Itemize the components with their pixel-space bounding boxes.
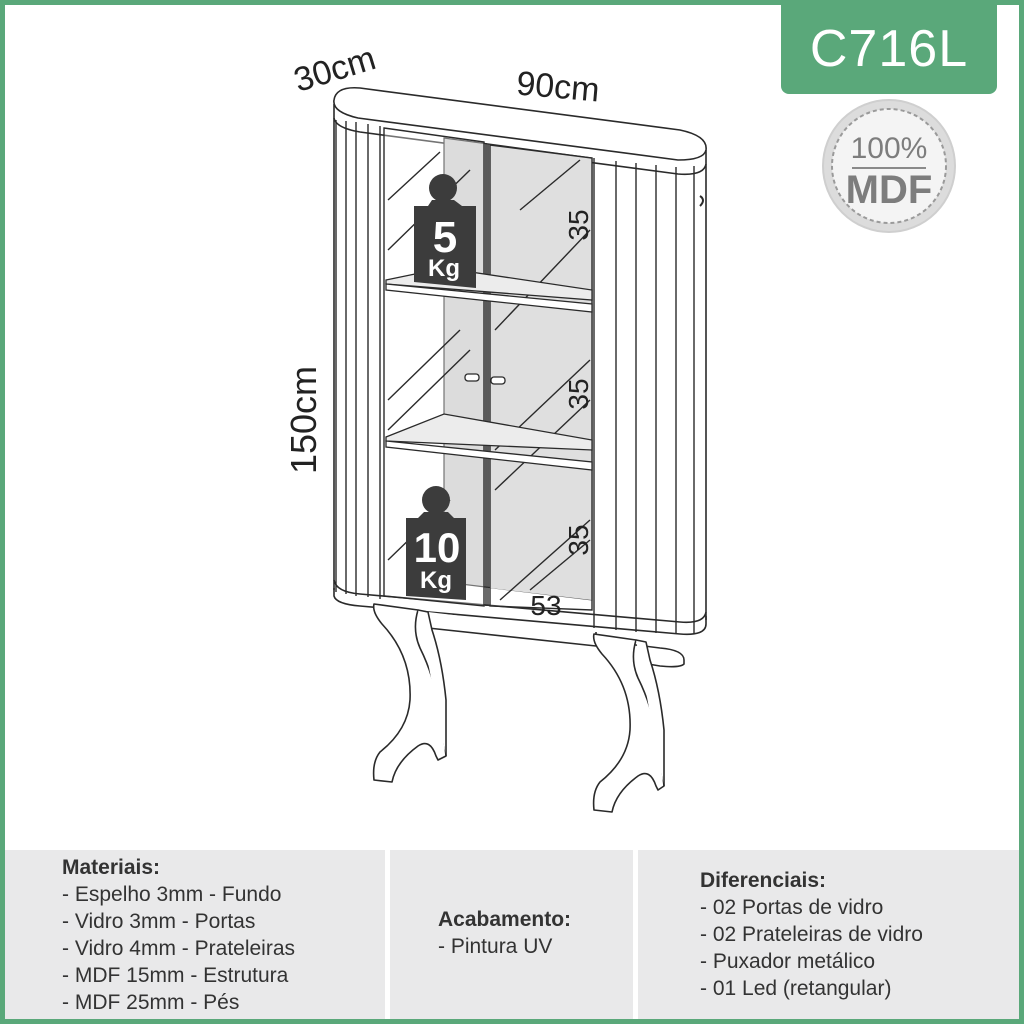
- led-sensor-icon: [699, 195, 704, 207]
- shelf-gap-bottom: 35: [563, 524, 594, 555]
- weight-upper-unit: Kg: [428, 255, 460, 282]
- list-item: - 01 Led (retangular): [700, 977, 892, 1000]
- features-panel: Diferenciais: - 02 Portas de vidro - 02 …: [638, 850, 1019, 1019]
- product-code-badge: C716L: [781, 4, 997, 94]
- list-item: - MDF 25mm - Pés: [62, 991, 240, 1014]
- info-bar: Materiais: - Espelho 3mm - Fundo - Vidro…: [5, 850, 1019, 1019]
- cabinet-drawing: 100% MDF 30cm 90cm 150cm: [283, 39, 956, 813]
- list-item: - Puxador metálico: [700, 950, 876, 973]
- mdf-seal-label: MDF: [846, 168, 933, 212]
- finish-title: Acabamento:: [438, 908, 572, 931]
- height-label: 150cm: [283, 366, 324, 474]
- shelf-gap-middle: 35: [563, 378, 594, 409]
- weight-upper-value: 5: [433, 213, 457, 262]
- weight-tag-lower: 10 Kg: [406, 486, 466, 600]
- cabinet: [333, 86, 707, 636]
- mdf-seal: 100% MDF: [822, 99, 956, 233]
- left-fluted-panel: [335, 120, 381, 599]
- materials-title: Materiais:: [62, 856, 161, 879]
- product-code: C716L: [809, 20, 969, 78]
- right-fluted-panel: [593, 158, 695, 634]
- shelf-gap-top: 35: [563, 209, 594, 240]
- width-label: 90cm: [515, 64, 601, 109]
- finish-panel: Acabamento: - Pintura UV: [390, 850, 633, 1019]
- inner-width-label: 53: [530, 590, 561, 621]
- list-item: - Espelho 3mm - Fundo: [62, 883, 282, 906]
- weight-lower-unit: Kg: [420, 567, 452, 594]
- materials-list: - Espelho 3mm - Fundo - Vidro 3mm - Port…: [62, 881, 385, 1016]
- weight-lower-value: 10: [414, 524, 461, 571]
- finish-list: - Pintura UV: [438, 933, 633, 960]
- glass-shelves: [385, 267, 593, 471]
- weight-tag-upper: 5 Kg: [414, 174, 476, 288]
- mdf-seal-percent: 100%: [851, 132, 928, 165]
- door-handles: [464, 373, 506, 385]
- list-item: - 02 Portas de vidro: [700, 896, 884, 919]
- list-item: - 02 Prateleiras de vidro: [700, 923, 923, 946]
- list-item: - Vidro 4mm - Prateleiras: [62, 937, 296, 960]
- back-mirror-light: [490, 145, 592, 600]
- list-item: - Vidro 3mm - Portas: [62, 910, 256, 933]
- list-item: - Pintura UV: [438, 935, 553, 958]
- features-title: Diferenciais:: [700, 869, 827, 892]
- list-item: - MDF 15mm - Estrutura: [62, 964, 289, 987]
- cabinet-legs: [372, 603, 685, 813]
- features-list: - 02 Portas de vidro - 02 Prateleiras de…: [700, 894, 1019, 1002]
- materials-panel: Materiais: - Espelho 3mm - Fundo - Vidro…: [5, 850, 385, 1019]
